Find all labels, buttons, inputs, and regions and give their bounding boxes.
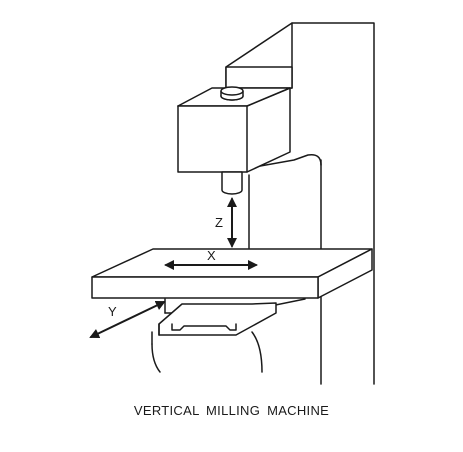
worktable [91, 248, 373, 299]
z-axis-label: Z [215, 215, 223, 230]
diagram-caption: VERTICAL MILLING MACHINE [133, 403, 330, 418]
machine-column [248, 22, 375, 385]
y-axis-label: Y [108, 304, 117, 319]
spindle [221, 171, 243, 195]
spindle-head [177, 86, 291, 173]
saddle-knee [151, 298, 306, 373]
overarm-ram [225, 22, 293, 89]
x-axis-label: X [207, 248, 216, 263]
y-axis-arrow [89, 300, 166, 339]
